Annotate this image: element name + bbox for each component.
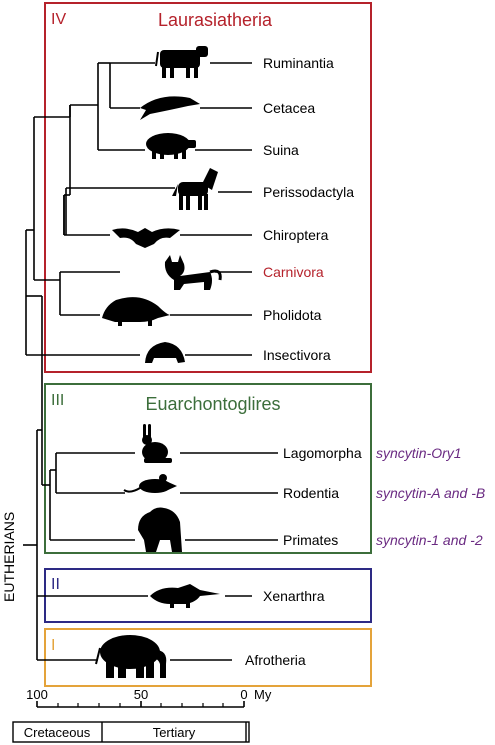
axis-tick-50: 50	[134, 687, 148, 702]
afrotheria-box	[44, 628, 372, 687]
taxon-perissodactyla: Perissodactyla	[263, 184, 354, 200]
taxon-suina: Suina	[263, 142, 299, 158]
taxon-primates: Primates	[283, 532, 338, 548]
taxon-pholidota: Pholidota	[263, 307, 322, 323]
period-tertiary: Tertiary	[153, 725, 196, 740]
taxon-chiroptera: Chiroptera	[263, 227, 329, 243]
cow-icon	[155, 46, 208, 78]
group-ii-numeral: II	[51, 576, 60, 593]
euarchontoglires-box	[44, 383, 372, 554]
horse-icon	[172, 168, 218, 210]
time-axis	[36, 701, 245, 708]
anteater-icon	[150, 584, 220, 608]
gene-label-rodentia: syncytin-A and -B	[376, 485, 485, 501]
cat-icon	[164, 255, 222, 290]
taxon-cetacea: Cetacea	[263, 100, 315, 116]
elephant-icon	[95, 635, 167, 678]
taxon-afrotheria: Afrotheria	[245, 652, 306, 668]
period-cretaceous: Cretaceous	[24, 725, 91, 740]
gene-label-primates: syncytin-1 and -2	[376, 532, 483, 548]
taxon-lagomorpha: Lagomorpha	[283, 445, 362, 461]
axis-unit: My	[254, 687, 272, 702]
period-bar	[12, 721, 250, 743]
taxon-carnivora: Carnivora	[263, 264, 324, 280]
pig-icon	[146, 133, 196, 159]
group-iv-name: Laurasiatheria	[158, 10, 273, 30]
bat-icon	[112, 228, 180, 248]
rabbit-icon	[142, 424, 172, 463]
mouse-icon	[123, 474, 177, 493]
group-i-numeral: I	[51, 637, 55, 654]
tree-branches	[23, 62, 278, 661]
axis-tick-0: 0	[240, 687, 247, 702]
axis-tick-100: 100	[26, 687, 48, 702]
gorilla-icon	[138, 507, 182, 552]
group-iv-numeral: IV	[51, 11, 66, 28]
dolphin-icon	[140, 96, 200, 120]
group-iii-numeral: III	[51, 392, 64, 409]
taxon-ruminantia: Ruminantia	[263, 55, 334, 71]
eutherians-label: EUTHERIANS	[1, 512, 17, 602]
gene-label-lagomorpha: syncytin-Ory1	[376, 445, 462, 461]
pangolin-icon	[102, 297, 170, 326]
taxon-xenarthra: Xenarthra	[263, 588, 325, 604]
laurasiatheria-box	[44, 2, 372, 373]
hedgehog-icon	[145, 342, 185, 363]
taxon-insectivora: Insectivora	[263, 347, 331, 363]
group-iii-name: Euarchontoglires	[145, 394, 280, 414]
taxon-rodentia: Rodentia	[283, 485, 339, 501]
